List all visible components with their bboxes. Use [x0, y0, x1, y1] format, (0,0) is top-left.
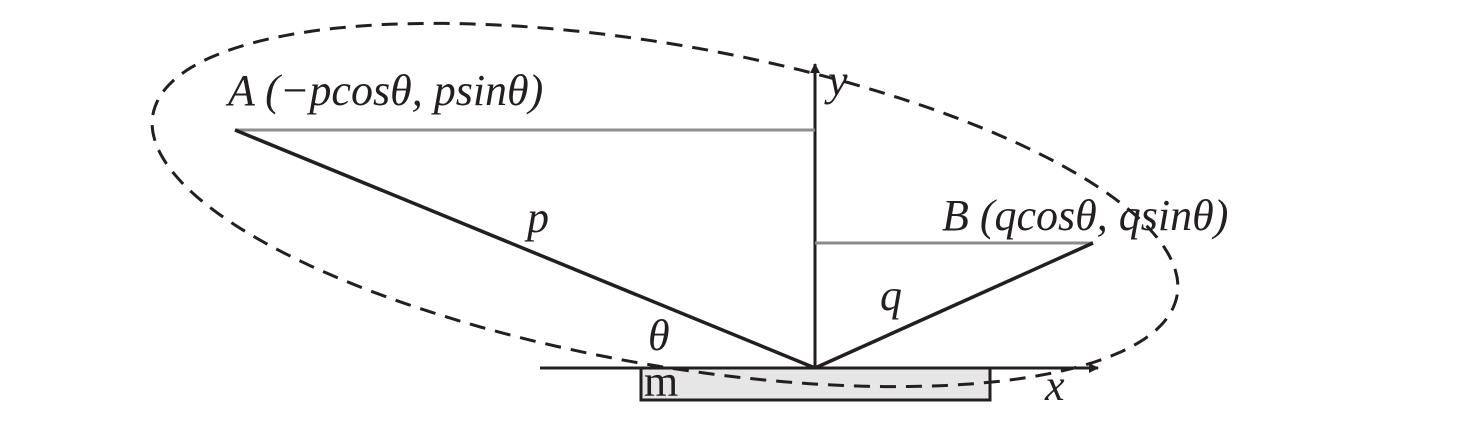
segment-p-label: p: [524, 193, 549, 242]
dashed-ellipse: [150, 21, 1180, 389]
point-a-label: A (−pcosθ, psinθ): [225, 66, 543, 115]
segment-p-line: [234, 128, 816, 370]
segment-q-label: q: [880, 271, 902, 320]
point-b-label: B (qcosθ, qsinθ): [942, 191, 1228, 240]
mirror-label: m: [644, 357, 678, 406]
angle-label: θ: [648, 311, 670, 360]
segment-q-line: [814, 241, 1094, 370]
y-axis-label: y: [824, 56, 848, 105]
x-axis-label: x: [1044, 361, 1065, 410]
